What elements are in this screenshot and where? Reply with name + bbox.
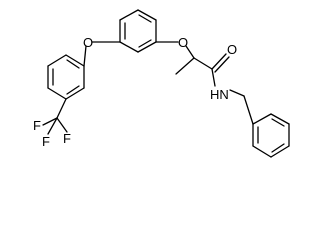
carbonyl-oxygen-label: O — [227, 42, 237, 57]
amide-nitrogen-label: HN — [210, 87, 229, 102]
fluorine-label-1: F — [33, 118, 41, 133]
fluorine-label-2: F — [63, 131, 71, 146]
chemical-structure-diagram: O O O HN F F F — [33, 9, 290, 158]
trifluoromethyl-bonds — [42, 98, 68, 135]
ether-oxygen-label-left: O — [83, 35, 93, 50]
benzene-ring-trifluoromethylphenyl — [47, 54, 85, 100]
ether-linkage-right — [155, 41, 195, 59]
fluorine-label-3: F — [42, 134, 50, 149]
ether-oxygen-label-right: O — [178, 35, 188, 50]
benzene-ring-middle — [119, 9, 157, 53]
propanamide-chain — [175, 53, 254, 125]
benzene-ring-benzyl — [252, 113, 290, 158]
ether-linkage-left — [83, 41, 121, 67]
